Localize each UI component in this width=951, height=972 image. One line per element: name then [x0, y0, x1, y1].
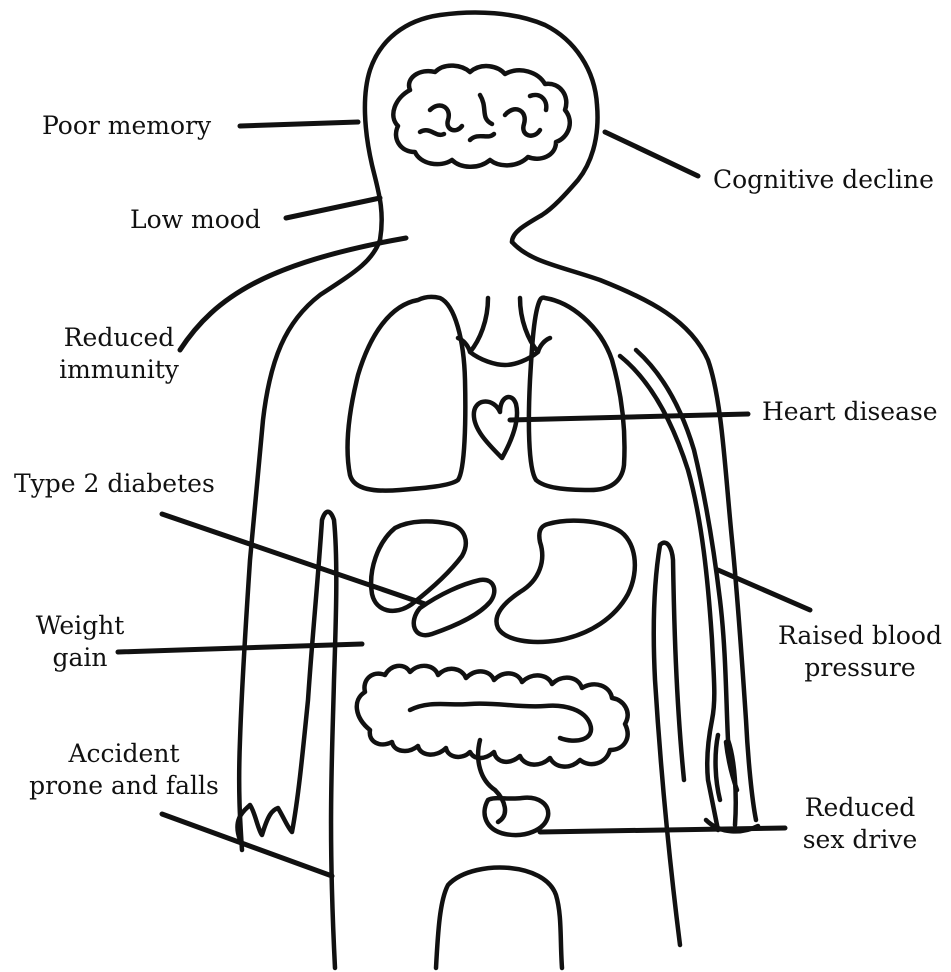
- pancreas: [414, 580, 495, 635]
- label-heart-disease: Heart disease: [762, 396, 938, 428]
- label-accident-prone: Accident prone and falls: [24, 738, 224, 802]
- leader-raised-blood-pressure: [718, 570, 810, 610]
- heart: [474, 397, 517, 458]
- leader-cognitive-decline: [605, 132, 698, 176]
- leader-type2-diabetes: [162, 514, 425, 604]
- label-reduced-immunity: Reduced immunity: [40, 322, 198, 386]
- right-lung: [529, 298, 625, 490]
- rectum: [485, 798, 549, 835]
- label-reduced-sex-drive: Reduced sex drive: [780, 792, 940, 856]
- right-inner-arm: [660, 543, 684, 780]
- label-poor-memory: Poor memory: [42, 110, 211, 142]
- leader-heart-disease: [510, 414, 748, 420]
- legs-outline: [436, 868, 562, 968]
- stomach: [497, 521, 635, 642]
- label-type2-diabetes: Type 2 diabetes: [14, 468, 215, 500]
- left-lung: [348, 297, 466, 491]
- leader-low-mood: [286, 198, 380, 218]
- left-arm-outline: [237, 512, 336, 968]
- right-arm-outline: [620, 350, 736, 830]
- label-weight-gain: Weight gain: [10, 610, 150, 674]
- brain-folds: [420, 95, 546, 140]
- brain-outline: [393, 66, 569, 167]
- leader-poor-memory: [240, 122, 358, 126]
- label-cognitive-decline: Cognitive decline: [713, 164, 934, 196]
- liver: [371, 521, 466, 610]
- label-low-mood: Low mood: [130, 204, 261, 236]
- label-raised-blood-pressure: Raised blood pressure: [770, 620, 950, 684]
- leader-weight-gain: [118, 644, 362, 652]
- leader-accident-prone: [162, 814, 332, 876]
